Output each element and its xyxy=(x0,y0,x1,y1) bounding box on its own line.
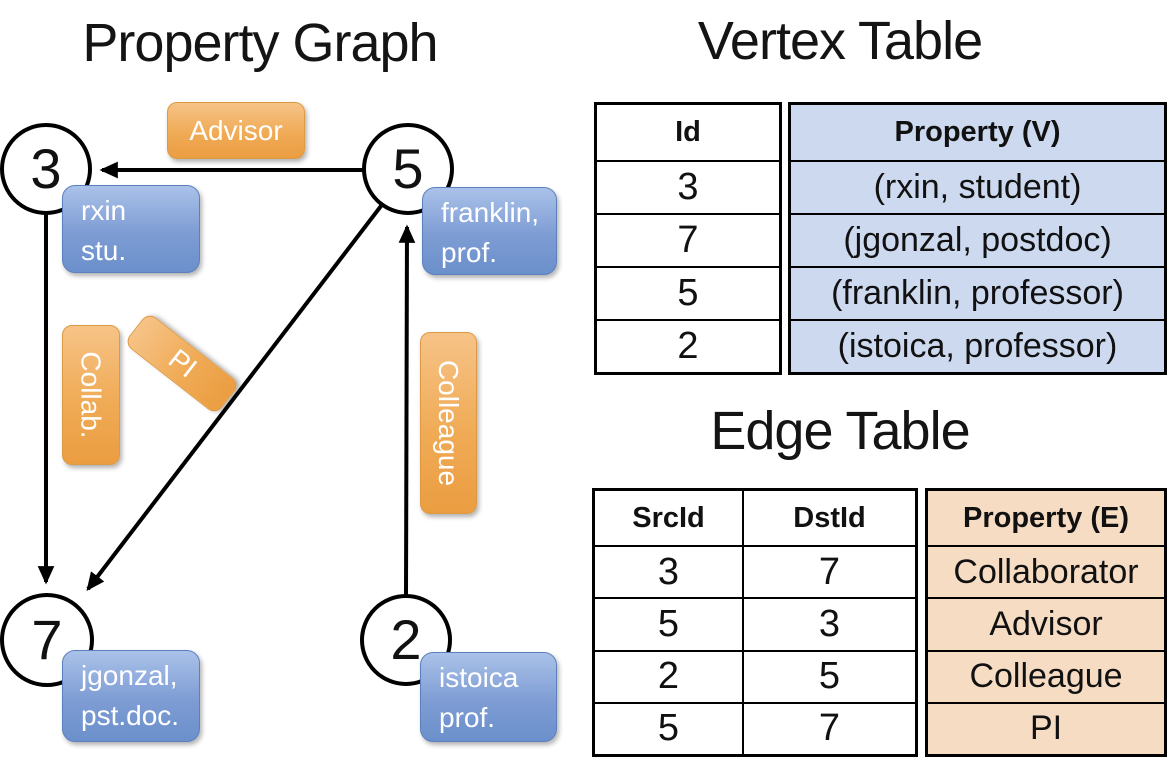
vertex-label-franklin: franklin, prof. xyxy=(422,187,557,275)
edge-label-pi-text: PI xyxy=(162,342,203,384)
vertex-table-cell-id: 7 xyxy=(677,219,699,261)
edge-table-cell-dstid: 3 xyxy=(742,599,915,650)
edge-table-cell-dstid: 7 xyxy=(742,547,915,598)
edge-label-colleague-text: Colleague xyxy=(433,359,465,487)
edge-table-cell-srcid: 2 xyxy=(657,655,680,698)
vertex-label-franklin-line2: prof. xyxy=(441,237,498,268)
vertex-label-rxin-line1: rxin xyxy=(81,195,127,226)
property-graph-title: Property Graph xyxy=(82,13,438,73)
vertex-label-jgonzal-line1: jgonzal, xyxy=(81,660,178,691)
vertex-label-istoica: istoica prof. xyxy=(420,652,557,742)
vertex-id-2: 2 xyxy=(390,608,422,671)
edge-table-header-srcid: SrcId xyxy=(632,501,705,534)
edge-label-collab-text: Collab. xyxy=(76,351,108,439)
vertex-id-5: 5 xyxy=(392,137,424,200)
vertex-table-cell-id: 3 xyxy=(677,166,699,208)
vertex-id-3: 3 xyxy=(30,137,62,200)
edge-2-5 xyxy=(398,224,416,597)
edge-table-header-dstid: DstId xyxy=(742,491,915,545)
vertex-table-cell-property: (rxin, student) xyxy=(873,168,1082,206)
vertex-table-cell-property: (franklin, professor) xyxy=(831,274,1124,312)
edge-table-cell-srcid: 5 xyxy=(657,602,680,645)
edge-table-cell-property: Colleague xyxy=(969,657,1123,696)
edge-label-colleague: Colleague xyxy=(420,332,477,514)
vertex-table-property-column: Property (V) (rxin, student) (jgonzal, p… xyxy=(788,102,1167,375)
vertex-label-rxin: rxin stu. xyxy=(62,185,200,273)
vertex-table-header-id: Id xyxy=(675,116,701,148)
vertex-label-franklin-line1: franklin, xyxy=(441,197,540,228)
edge-table-property-column: Property (E) Collaborator Advisor Collea… xyxy=(925,488,1167,757)
edge-table-cell-dstid: 7 xyxy=(742,703,915,754)
vertex-table-cell-property: (istoica, professor) xyxy=(837,327,1118,365)
vertex-label-jgonzal: jgonzal, pst.doc. xyxy=(62,650,200,742)
vertex-table-header-property: Property (V) xyxy=(894,116,1061,148)
edge-table-cell-property: Advisor xyxy=(989,604,1103,643)
vertex-table-id-column: Id 3 7 5 2 xyxy=(594,102,782,375)
edge-5-7 xyxy=(86,204,383,591)
edge-table-cell-property: PI xyxy=(1029,709,1063,748)
edge-label-advisor: Advisor xyxy=(167,102,305,159)
vertex-table-cell-property: (jgonzal, postdoc) xyxy=(843,221,1112,259)
vertex-table-cell-id: 5 xyxy=(677,272,699,314)
vertex-table-title: Vertex Table xyxy=(697,11,983,71)
edge-table-id-columns: SrcId DstId 3 7 5 3 2 5 5 7 xyxy=(592,488,918,757)
edge-table-cell-dstid: 5 xyxy=(742,651,915,702)
edge-label-advisor-text: Advisor xyxy=(189,114,283,146)
edge-table-cell-property: Collaborator xyxy=(953,552,1139,591)
vertex-label-istoica-line1: istoica xyxy=(439,662,519,693)
vertex-label-rxin-line2: stu. xyxy=(81,235,127,266)
edge-table-header-property: Property (E) xyxy=(963,501,1129,534)
vertex-table-cell-id: 2 xyxy=(677,325,699,367)
edge-table-cell-srcid: 3 xyxy=(657,550,680,593)
edge-table-cell-srcid: 5 xyxy=(657,707,680,750)
edge-label-collab: Collab. xyxy=(62,325,120,465)
edge-table-title: Edge Table xyxy=(710,401,970,461)
vertex-label-jgonzal-line2: pst.doc. xyxy=(81,700,180,731)
vertex-id-7: 7 xyxy=(31,608,63,671)
vertex-label-istoica-line2: prof. xyxy=(439,702,496,733)
